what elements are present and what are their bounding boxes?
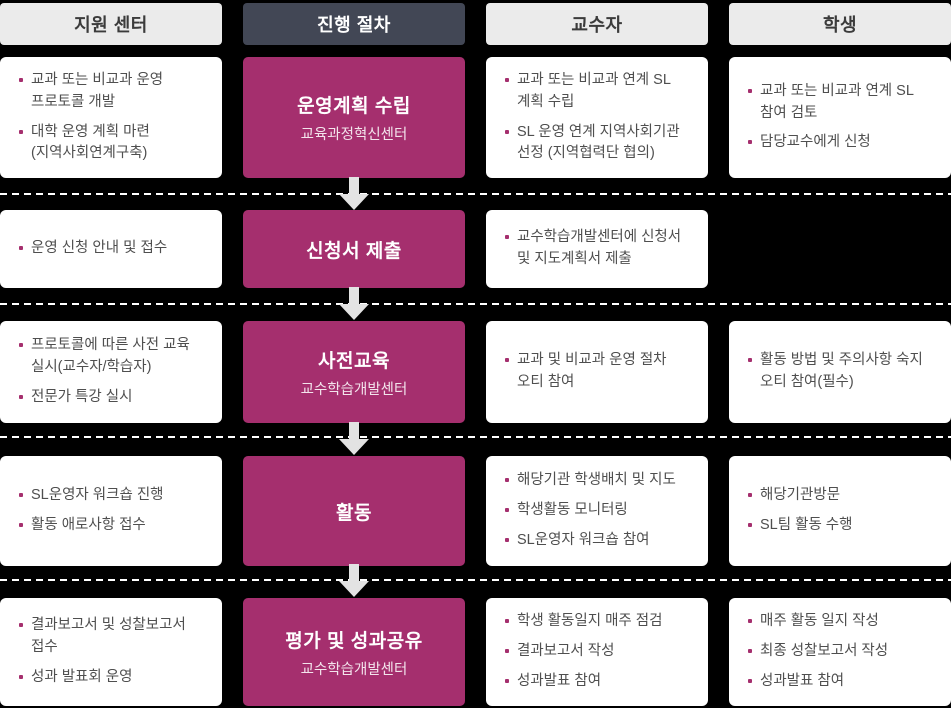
step-title: 운영계획 수립 [297, 96, 411, 117]
process-step-2: 신청서 제출 [243, 210, 465, 288]
column-header-label: 학생 [822, 15, 858, 35]
step-title: 사전교육 [318, 350, 390, 372]
student-note-row-5: 매주 활동 일지 작성 최종 성찰보고서 작성 성과발표 참여 [729, 598, 951, 706]
bullet-item: 교과 및 비교과 운영 절차 오티 참여 [504, 350, 696, 394]
down-arrow-icon [339, 422, 369, 455]
column-header-instructor: 교수자 [486, 3, 708, 45]
bullet-item: 프로토콜에 따른 사전 교육 실시(교수자/학습자) [18, 335, 210, 379]
bullet-item: 학생활동 모니터링 [504, 500, 696, 522]
column-header-label: 지원 센터 [74, 15, 148, 35]
bullet-item: SL 운영 연계 지역사회기관 선정 (지역협력단 협의) [504, 122, 696, 166]
support-note-row-1: 교과 또는 비교과 운영 프로토콜 개발 대학 운영 계획 마련 (지역사회연계… [0, 57, 222, 178]
bullet-item: 교수학습개발센터에 신청서 및 지도계획서 제출 [504, 227, 696, 271]
bullet-item: 매주 활동 일지 작성 [747, 611, 939, 633]
bullet-item: 교과 또는 비교과 연계 SL 참여 검토 [747, 81, 939, 125]
instructor-note-row-4: 해당기관 학생배치 및 지도 학생활동 모니터링 SL운영자 워크숍 참여 [486, 456, 708, 566]
bullet-item: 활동 애로사항 접수 [18, 515, 210, 537]
step-subtitle: 교육과정혁신센터 [300, 127, 408, 143]
column-header-student: 학생 [729, 3, 951, 45]
student-note-row-4: 해당기관방문 SL팀 활동 수행 [729, 456, 951, 566]
bullet-item: 대학 운영 계획 마련 (지역사회연계구축) [18, 122, 210, 166]
instructor-note-row-2: 교수학습개발센터에 신청서 및 지도계획서 제출 [486, 210, 708, 288]
student-note-row-3: 활동 방법 및 주의사항 숙지 오티 참여(필수) [729, 321, 951, 423]
column-header-process: 진행 절차 [243, 3, 465, 45]
bullet-item: SL팀 활동 수행 [747, 515, 939, 537]
column-header-label: 진행 절차 [317, 15, 391, 35]
down-arrow-icon [339, 564, 369, 597]
bullet-item: 성과발표 참여 [504, 671, 696, 693]
dashed-separator [0, 303, 951, 305]
process-step-1: 운영계획 수립 교육과정혁신센터 [243, 57, 465, 178]
down-arrow-icon [339, 177, 369, 210]
process-step-4: 활동 [243, 456, 465, 566]
process-step-5: 평가 및 성과공유 교수학습개발센터 [243, 598, 465, 706]
down-arrow-icon [339, 287, 369, 320]
bullet-item: 운영 신청 안내 및 접수 [18, 238, 210, 260]
support-note-row-2: 운영 신청 안내 및 접수 [0, 210, 222, 288]
bullet-item: 전문가 특강 실시 [18, 387, 210, 409]
bullet-item: 최종 성찰보고서 작성 [747, 641, 939, 663]
process-step-3: 사전교육 교수학습개발센터 [243, 321, 465, 423]
bullet-item: 활동 방법 및 주의사항 숙지 오티 참여(필수) [747, 350, 939, 394]
instructor-note-row-3: 교과 및 비교과 운영 절차 오티 참여 [486, 321, 708, 423]
bullet-item: 성과 발표회 운영 [18, 667, 210, 689]
bullet-item: 담당교수에게 신청 [747, 132, 939, 154]
instructor-note-row-5: 학생 활동일지 매주 점검 결과보고서 작성 성과발표 참여 [486, 598, 708, 706]
bullet-item: 해당기관 학생배치 및 지도 [504, 470, 696, 492]
bullet-item: 해당기관방문 [747, 485, 939, 507]
bullet-item: 결과보고서 작성 [504, 641, 696, 663]
bullet-item: 성과발표 참여 [747, 671, 939, 693]
support-note-row-3: 프로토콜에 따른 사전 교육 실시(교수자/학습자) 전문가 특강 실시 [0, 321, 222, 423]
student-note-row-1: 교과 또는 비교과 연계 SL 참여 검토 담당교수에게 신청 [729, 57, 951, 178]
column-header-support: 지원 센터 [0, 3, 222, 45]
step-subtitle: 교수학습개발센터 [300, 661, 408, 678]
step-title: 신청서 제출 [306, 240, 402, 262]
support-note-row-5: 결과보고서 및 성찰보고서 접수 성과 발표회 운영 [0, 598, 222, 706]
bullet-item: 학생 활동일지 매주 점검 [504, 611, 696, 633]
step-subtitle: 교수학습개발센터 [300, 381, 408, 398]
step-title: 평가 및 성과공유 [285, 630, 423, 652]
dashed-separator [0, 579, 951, 581]
bullet-item: 결과보고서 및 성찰보고서 접수 [18, 615, 210, 659]
support-note-row-4: SL운영자 워크숍 진행 활동 애로사항 접수 [0, 456, 222, 566]
bullet-item: 교과 또는 비교과 연계 SL 계획 수립 [504, 70, 696, 114]
bullet-item: SL운영자 워크숍 참여 [504, 530, 696, 552]
step-title: 활동 [336, 502, 372, 524]
dashed-separator [0, 436, 951, 438]
dashed-separator [0, 193, 951, 195]
bullet-item: SL운영자 워크숍 진행 [18, 485, 210, 507]
bullet-item: 교과 또는 비교과 운영 프로토콜 개발 [18, 70, 210, 114]
column-header-label: 교수자 [571, 15, 623, 35]
instructor-note-row-1: 교과 또는 비교과 연계 SL 계획 수립 SL 운영 연계 지역사회기관 선정… [486, 57, 708, 178]
